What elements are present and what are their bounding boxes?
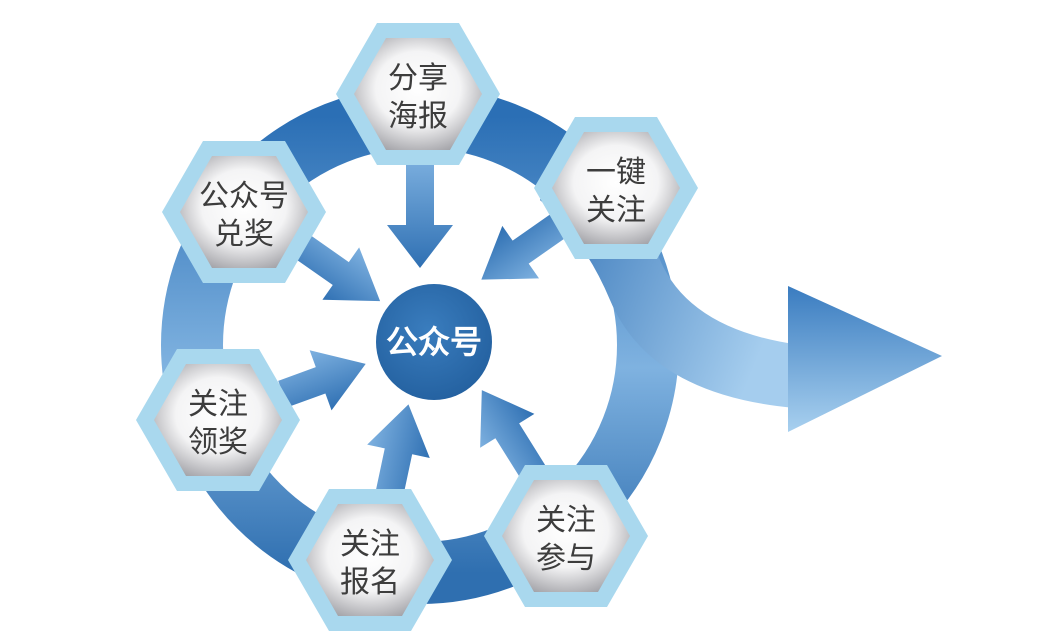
node-label-line2: 参与 — [536, 541, 596, 576]
inward-arrows — [278, 155, 587, 513]
hex-inner — [180, 156, 308, 268]
hexagon-nodes: 分享 海报 一键 关注 关注 参与 关注 报名 关注 领奖 — [136, 23, 698, 631]
arrow-from-share-poster — [387, 155, 453, 268]
hex-inner — [306, 504, 434, 616]
node-label-line1: 关注 — [188, 387, 248, 422]
node-label-line1: 公众号 — [199, 179, 289, 214]
node-label-line2: 领奖 — [188, 425, 248, 460]
node-label-line2: 关注 — [586, 193, 646, 228]
exit-arrow-head — [788, 286, 942, 432]
node-account-redeem: 公众号 兑奖 — [162, 141, 326, 283]
node-label-line2: 海报 — [388, 99, 448, 134]
node-label-line2: 兑奖 — [214, 217, 274, 252]
arrow-from-follow-participate — [480, 390, 550, 488]
arrow-from-follow-register — [367, 404, 430, 513]
center-circle — [376, 284, 492, 400]
node-follow-participate: 关注 参与 — [484, 465, 648, 607]
node-follow-register: 关注 报名 — [288, 489, 452, 631]
node-label-line1: 关注 — [536, 503, 596, 538]
node-label-line1: 一键 — [586, 155, 646, 190]
node-label-line1: 关注 — [340, 527, 400, 562]
node-label-line1: 分享 — [388, 61, 448, 96]
node-label-line2: 报名 — [340, 565, 400, 600]
arrow-from-follow-prize — [278, 350, 366, 411]
node-one-click-follow: 一键 关注 — [534, 117, 698, 259]
hex-inner — [552, 132, 680, 244]
hex-inner — [502, 480, 630, 592]
center-node: 公众号 — [376, 284, 492, 400]
hex-inner — [154, 364, 282, 476]
node-share-poster: 分享 海报 — [336, 23, 500, 165]
node-follow-prize: 关注 领奖 — [136, 349, 300, 491]
center-label: 公众号 — [386, 323, 482, 361]
hex-inner — [354, 38, 482, 150]
